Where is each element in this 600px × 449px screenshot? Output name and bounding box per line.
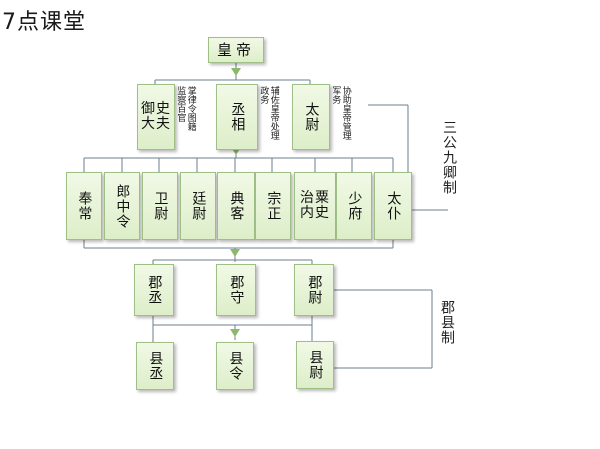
- county-label: 县丞: [147, 351, 164, 381]
- minister-label: 少府: [346, 191, 363, 221]
- minister-box: 太仆: [374, 172, 412, 240]
- group-label-junxian: 郡县制: [439, 300, 455, 345]
- minister-box: 宗正: [255, 172, 291, 240]
- watermark-text: 7点课堂: [2, 10, 86, 35]
- minister-box: 廷尉: [180, 172, 216, 240]
- official-box-grand-commandant: 太尉: [292, 84, 330, 150]
- minister-label: 卫尉: [152, 191, 169, 221]
- commandery-label: 郡丞: [146, 275, 163, 305]
- minister-box: 典客: [217, 172, 255, 240]
- official-label-grand-commandant: 太尉: [303, 102, 320, 132]
- emperor-box: 皇帝: [208, 37, 264, 63]
- minister-box: 卫尉: [142, 172, 178, 240]
- minister-label: 典客: [228, 191, 245, 221]
- minister-label: 宗正: [265, 191, 282, 221]
- county-box: 县丞: [136, 342, 174, 390]
- minister-label: 奉常: [76, 191, 93, 221]
- minister-box: 郎中令: [104, 172, 140, 240]
- minister-box: 少府: [336, 172, 372, 240]
- official-note-chancellor: 辅佐皇帝处理 政务: [258, 86, 279, 140]
- official-label-chancellor: 丞相: [229, 102, 246, 132]
- county-label: 县尉: [307, 350, 324, 380]
- commandery-label: 郡尉: [306, 275, 323, 305]
- minister-label: 治粟内史: [300, 189, 330, 221]
- official-box-chancellor: 丞相: [216, 84, 258, 150]
- commandery-box: 郡尉: [294, 264, 334, 316]
- minister-label: 郎中令: [114, 183, 131, 229]
- minister-box: 治粟内史: [294, 172, 336, 240]
- commandery-box: 郡丞: [134, 264, 174, 316]
- county-box: 县令: [216, 342, 254, 390]
- official-label-censor: 御史大夫: [141, 100, 171, 132]
- county-label: 县令: [227, 351, 244, 381]
- official-note-grand-commandant: 协助皇帝管理 军务: [330, 86, 351, 140]
- minister-label: 廷尉: [190, 191, 207, 221]
- minister-box: 奉常: [66, 172, 102, 240]
- minister-label: 太仆: [385, 191, 402, 221]
- official-box-censor: 御史大夫: [137, 84, 175, 150]
- commandery-label: 郡守: [228, 275, 245, 305]
- commandery-box: 郡守: [216, 264, 256, 316]
- emperor-label: 皇帝: [216, 41, 255, 59]
- county-box: 县尉: [296, 341, 334, 389]
- official-note-censor: 掌律令图籍 监察百官: [175, 86, 196, 131]
- group-label-sangong-jiuqing: 三公九卿制: [441, 120, 457, 195]
